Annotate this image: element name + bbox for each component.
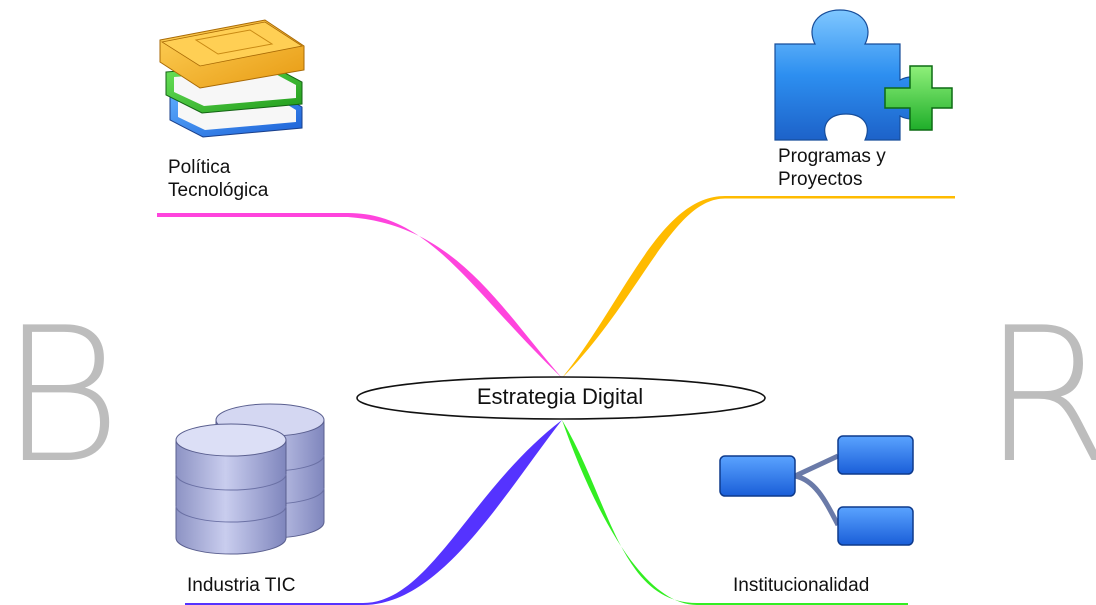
watermark-letter-left: B: [0, 287, 122, 504]
org-chart-icon: [719, 435, 914, 546]
books-icon: [159, 19, 305, 138]
watermark-letter-right: R: [982, 287, 1096, 504]
branch-label-line: Industria TIC: [187, 575, 296, 596]
central-topic-label[interactable]: Estrategia Digital: [476, 384, 644, 409]
branch-label-line: Institucionalidad: [733, 575, 870, 596]
branch-label-line: Proyectos: [778, 169, 863, 190]
branch-label-line: Política: [168, 157, 231, 178]
branch-label-line: Programas y: [778, 146, 886, 167]
branch-label-industria[interactable]: Industria TIC: [187, 574, 295, 597]
branch-label-institucionalidad[interactable]: Institucionalidad: [733, 574, 869, 597]
central-topic-ellipse[interactable]: [356, 376, 766, 420]
branch-label-programas[interactable]: Programas y Proyectos: [778, 145, 886, 191]
puzzle-plus-icon: [774, 9, 953, 141]
branch-label-line: Tecnológica: [168, 180, 269, 201]
branch-programas-curve: [562, 196, 955, 378]
branch-label-politica[interactable]: Política Tecnológica: [168, 156, 268, 202]
branch-politica-curve: [157, 213, 562, 378]
branch-industria-curve: [185, 420, 562, 605]
database-icon: [175, 403, 325, 555]
